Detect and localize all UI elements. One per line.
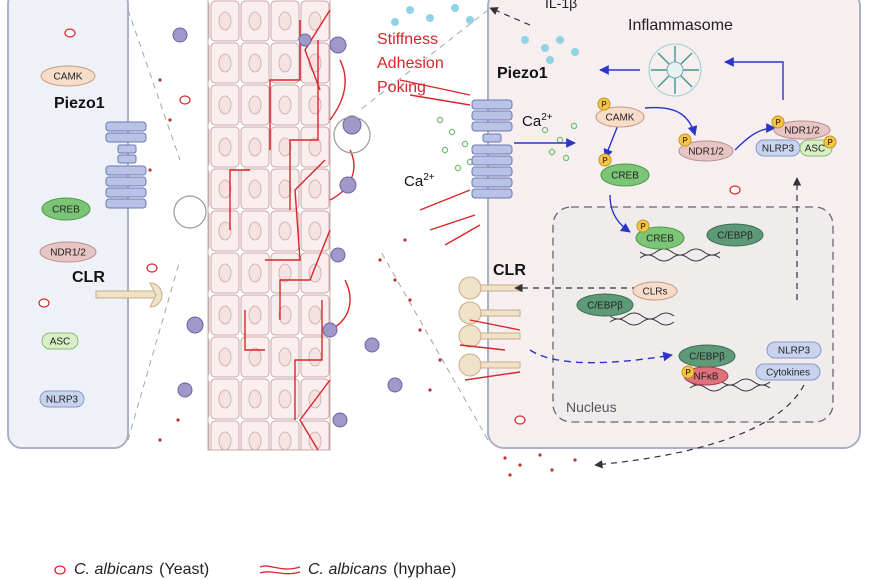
text-labels: IL-1β Inflammasome Stiffness Adhesion Po… bbox=[46, 0, 833, 415]
scattered-particles bbox=[148, 78, 442, 442]
cytokine-particles bbox=[503, 453, 577, 477]
left-camk: CAMK bbox=[54, 72, 83, 83]
left-nlrp3: NLRP3 bbox=[46, 395, 79, 406]
svg-text:P: P bbox=[685, 368, 691, 377]
right-cell bbox=[487, 0, 861, 449]
left-cell bbox=[7, 0, 129, 449]
zoom-line-left-top bbox=[127, 9, 181, 161]
legend-yeast: C. albicans (Yeast) bbox=[52, 560, 209, 580]
hyphae-right-membrane bbox=[399, 79, 521, 381]
clrs-gene: CLRs bbox=[642, 287, 667, 298]
legend-yeast-name: C. albicans bbox=[74, 561, 154, 578]
legend-yeast-form: (Yeast) bbox=[159, 561, 210, 578]
nucleus-label: Nucleus bbox=[566, 399, 617, 415]
nucleus-creb: CREB bbox=[646, 234, 674, 245]
cytokines: Cytokines bbox=[766, 368, 810, 379]
right-creb: CREB bbox=[611, 171, 639, 182]
svg-text:P: P bbox=[827, 138, 833, 147]
svg-text:P: P bbox=[682, 136, 688, 145]
hyphae-network bbox=[229, 9, 355, 451]
left-cell-membrane bbox=[7, 0, 129, 449]
hyphae-legend-icon bbox=[259, 565, 301, 575]
zoom-line-left-bottom bbox=[127, 259, 181, 441]
phospho-labels: P P P P P P P bbox=[601, 100, 833, 377]
left-asc: ASC bbox=[50, 337, 71, 348]
immune-cells bbox=[172, 27, 403, 428]
nucleus-cebpb: C/EBPβ bbox=[717, 231, 753, 242]
clr-label-right: CLR bbox=[493, 262, 526, 279]
legend-hyphae-form: (hyphae) bbox=[393, 561, 457, 578]
right-nlrp3-complex: NLRP3 bbox=[762, 144, 795, 155]
zoom-line-right-top bbox=[359, 9, 489, 111]
right-ndr: NDR1/2 bbox=[688, 147, 724, 158]
phospho-markers bbox=[597, 97, 837, 379]
left-creb: CREB bbox=[52, 205, 80, 216]
cytokine-cebpb: C/EBPβ bbox=[689, 352, 725, 363]
il1b-label: IL-1β bbox=[545, 0, 577, 11]
right-camk: CAMK bbox=[606, 113, 635, 124]
poking-label: Poking bbox=[377, 79, 426, 96]
yeast-legend-icon bbox=[54, 565, 66, 575]
clr-label-left: CLR bbox=[72, 269, 105, 286]
tissue-column bbox=[148, 0, 442, 451]
svg-text:P: P bbox=[640, 222, 646, 231]
inflammasome-label: Inflammasome bbox=[628, 17, 733, 34]
yeast-cells bbox=[38, 28, 741, 425]
svg-text:P: P bbox=[775, 118, 781, 127]
legend-hyphae: C. albicans (hyphae) bbox=[258, 560, 456, 580]
piezo1-label-left: Piezo1 bbox=[54, 95, 105, 112]
piezo1-channel-left bbox=[105, 121, 147, 209]
ca-label-left: Ca2+ bbox=[404, 172, 435, 190]
calcium-particles bbox=[436, 116, 578, 172]
clrs-cebpb: C/EBPβ bbox=[587, 301, 623, 312]
left-ndr: NDR1/2 bbox=[50, 248, 86, 259]
stiffness-label: Stiffness bbox=[377, 31, 438, 48]
right-ndr-complex: NDR1/2 bbox=[784, 126, 820, 137]
svg-text:P: P bbox=[602, 156, 608, 165]
zoom-line-right-bottom bbox=[379, 249, 489, 441]
zoom-circle-right bbox=[333, 116, 371, 154]
nfkb: NFκB bbox=[694, 372, 719, 383]
legend-hyphae-name: C. albicans bbox=[308, 561, 388, 578]
epithelial-tissue bbox=[207, 0, 331, 451]
protein-shapes bbox=[39, 65, 833, 408]
svg-text:P: P bbox=[601, 100, 607, 109]
ca-label-right: Ca2+ bbox=[522, 112, 553, 130]
adhesion-label: Adhesion bbox=[377, 55, 444, 72]
il1b-particles bbox=[391, 4, 579, 64]
inflammasome-icon bbox=[648, 43, 702, 97]
piezo1-channel-right bbox=[471, 99, 513, 199]
zoom-circle-left bbox=[173, 195, 207, 229]
clr-receptor-left bbox=[95, 282, 163, 308]
clr-receptors-right bbox=[458, 276, 521, 377]
piezo1-label-right: Piezo1 bbox=[497, 65, 548, 82]
right-asc-complex: ASC bbox=[805, 144, 826, 155]
nucleus-nlrp3: NLRP3 bbox=[778, 346, 811, 357]
